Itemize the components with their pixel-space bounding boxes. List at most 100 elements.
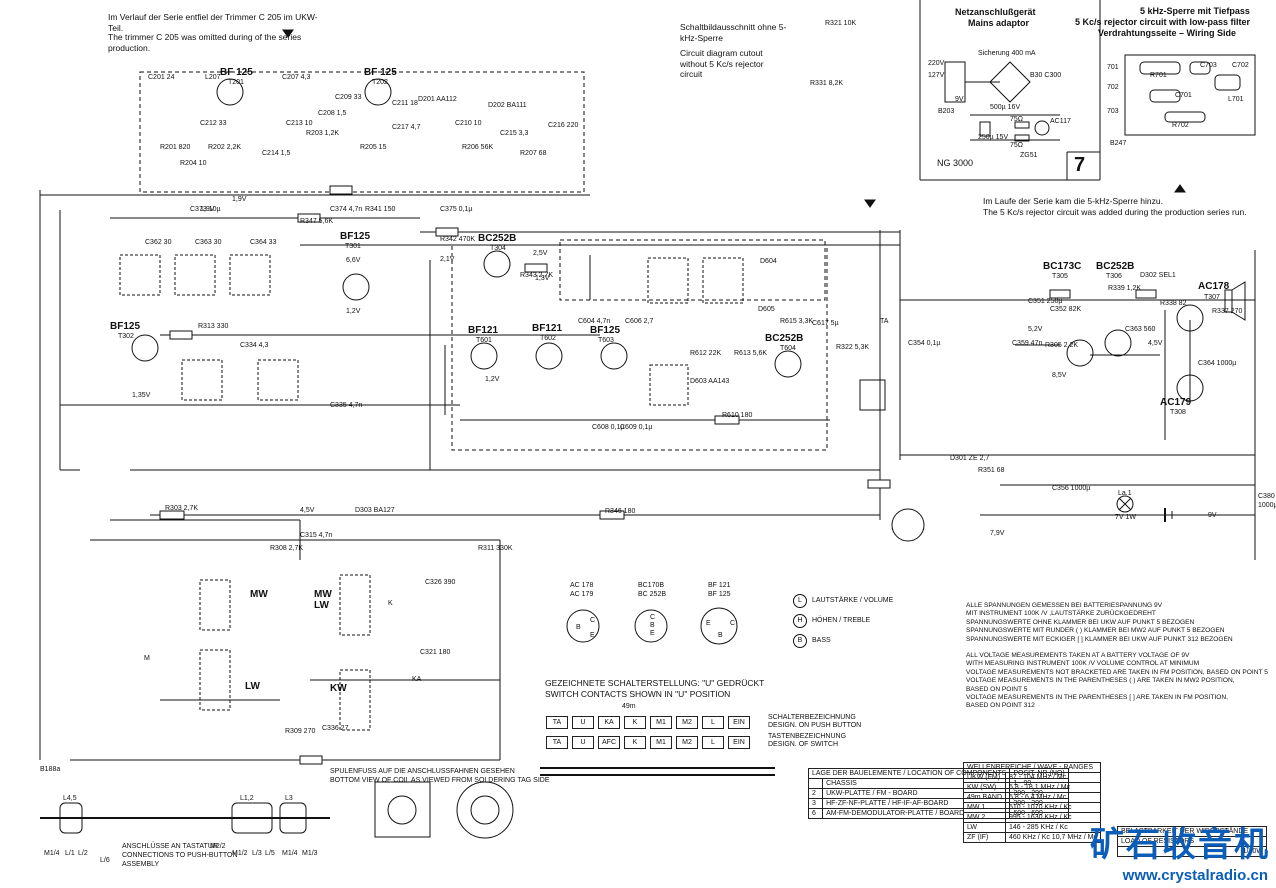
comp-r303: R303 2,7K <box>165 505 199 512</box>
pin-m13: M1/3 <box>302 850 318 857</box>
band-kw: KW <box>330 683 347 694</box>
t603-type: BF125 <box>590 325 621 336</box>
volt-1: 1,9V <box>232 196 247 203</box>
comp-c336: C336 27 <box>322 725 349 732</box>
r701-label: R701 <box>1150 72 1167 79</box>
lamp-label: La.1 <box>1118 490 1132 497</box>
control-h-icon: H <box>793 614 807 628</box>
volt-3: 2,5V <box>533 250 548 257</box>
wave-range: 995 - 1630 KHz / Kc <box>1005 812 1101 823</box>
t307-type: AC178 <box>1198 281 1230 292</box>
pinout-bf-1: BF 121 <box>708 582 731 589</box>
resistor-load-table: BELASTBARKEIT DER WIDERSTÄNDE LOAD OF RE… <box>1117 826 1267 857</box>
control-l-icon: L <box>793 594 807 608</box>
comp-r342: R342 470K <box>440 236 476 243</box>
row-701: 701 <box>1107 64 1119 71</box>
wave-band: LW <box>962 822 1007 833</box>
ac117-label: AC117 <box>1050 118 1071 125</box>
cap-500u-label: 500µ 16V <box>990 104 1021 111</box>
volt-7: 1,35V <box>132 392 151 399</box>
comp-r339: R339 1,2K <box>1108 285 1142 292</box>
pinout-bc-1: BC170B <box>638 582 665 589</box>
voltage-note-spacer <box>966 644 1268 652</box>
comp-d301: D301 ZE 2,7 <box>950 455 990 462</box>
row-703: 703 <box>1107 108 1119 115</box>
wave-band: KW (SW) <box>962 782 1007 793</box>
comp-c364: C364 33 <box>250 239 277 246</box>
comp-r351: R351 68 <box>978 467 1005 474</box>
t306-type: BC252B <box>1096 261 1135 272</box>
comp-c212: C212 33 <box>200 120 227 127</box>
designation-de-2: TASTENBEZEICHNUNG <box>768 733 847 740</box>
switch-m: M <box>144 655 150 662</box>
t201-ref: T201 <box>228 79 244 86</box>
assembly-de: ANSCHLÜSSE AN TASTATUR <box>122 843 218 850</box>
voltage-note-en: VOLTAGE MEASUREMENTS IN THE PARENTHESES … <box>966 694 1228 702</box>
comp-r311: R311 330K <box>478 545 513 552</box>
wave-band: ZF (IF) <box>962 832 1007 843</box>
comp-r201: R201 820 <box>160 144 191 151</box>
t202-type: BF 125 <box>364 67 397 78</box>
b247-label: B247 <box>1110 140 1127 147</box>
wave-ranges-table: WELLENBEREICHE / WAVE - RANGES UKW (FM)8… <box>962 762 1101 843</box>
c702-label: C702 <box>1232 62 1249 69</box>
t201-type: BF 125 <box>220 67 253 78</box>
t305-ref: T305 <box>1052 273 1068 280</box>
volt-5: 1,2V <box>346 308 361 315</box>
coil-l3: L3 <box>285 795 293 802</box>
mains-adaptor-title-en: Mains adaptor <box>968 18 1030 28</box>
volt-11: 8,5V <box>1052 372 1067 379</box>
wave-range: 5,8 - 18,1 MHz / Mc <box>1005 782 1101 793</box>
assembly-en-2: ASSEMBLY <box>122 861 160 868</box>
comp-r204: R204 10 <box>180 160 207 167</box>
volt-12: 4,5V <box>1148 340 1163 347</box>
pinout-ac-1: AC 178 <box>570 582 594 589</box>
voltage-note-en: BASED ON POINT 312 <box>966 702 1035 710</box>
switch-ka: KA <box>412 676 422 683</box>
comp-r610: R610 180 <box>722 412 753 419</box>
cutout-note-de: Schaltbildausschnitt ohne 5-kHz-Sperre <box>680 22 787 43</box>
control-b-icon: B <box>793 634 807 648</box>
comp-c335: C335 4,7n <box>330 402 363 409</box>
pinout-bc-c: C <box>650 614 656 621</box>
t604-type: BC252B <box>765 333 804 344</box>
wave-range: 510 - 1070 KHz / Kc <box>1005 802 1101 813</box>
site-watermark: 矿石收音机 <box>1090 826 1270 864</box>
wave-range: 460 KHz / Kc 10,7 MHz / Mc <box>1005 832 1101 843</box>
location-row-cell: 2 <box>807 788 824 799</box>
switch-pos-de: GEZEICHNETE SCHALTERSTELLUNG: "U" GEDRÜC… <box>545 678 765 688</box>
pinout-bc-2: BC 252B <box>638 591 667 598</box>
pin-l6: L/6 <box>100 857 110 864</box>
switch-design-key-0: TA <box>546 736 568 749</box>
push-button-key-2: KA <box>598 716 620 729</box>
comp-c363b: C363 560 <box>1125 326 1156 333</box>
comp-r331: R331 8,2K <box>810 80 844 87</box>
voltage-220: 220V <box>928 60 945 67</box>
comp-r203: R203 1,2K <box>306 130 340 137</box>
comp-r207: R207 68 <box>520 150 547 157</box>
t302-ref: T302 <box>118 333 134 340</box>
comp-d603: D603 AA143 <box>690 378 730 385</box>
switch-design-key-2: AFC <box>598 736 620 749</box>
comp-c215: C215 3,3 <box>500 130 529 137</box>
comp-c617: C617 5µ <box>812 320 839 327</box>
voltage-note-de: SPANNUNGSWERTE MIT RUNDER ( ) KLAMMER BE… <box>966 627 1225 635</box>
l701-label: L701 <box>1228 96 1244 103</box>
comp-c608: C608 0,1µ <box>592 424 625 431</box>
comp-d605: D605 <box>758 306 775 313</box>
voltage-127: 127V <box>928 72 945 79</box>
comp-c207: C207 4,3 <box>282 74 311 81</box>
comp-c363: C363 30 <box>195 239 222 246</box>
t603-ref: T603 <box>598 337 614 344</box>
designation-en-2: DESIGN. OF SWITCH <box>768 741 838 748</box>
comp-r341: R341 150 <box>365 206 396 213</box>
wiring-title-1: 5 kHz-Sperre mit Tiefpass <box>1140 6 1250 16</box>
band-49m: 49m <box>622 703 636 710</box>
t602-ref: T602 <box>540 335 556 342</box>
volt-14: 1,9V <box>200 206 215 213</box>
location-row-cell <box>807 778 824 789</box>
pinout-bf-b: B <box>718 632 723 639</box>
pin-m14b: M1/4 <box>282 850 298 857</box>
pinout-bc-b: B <box>650 622 655 629</box>
comp-r322: R322 5,3K <box>836 344 870 351</box>
